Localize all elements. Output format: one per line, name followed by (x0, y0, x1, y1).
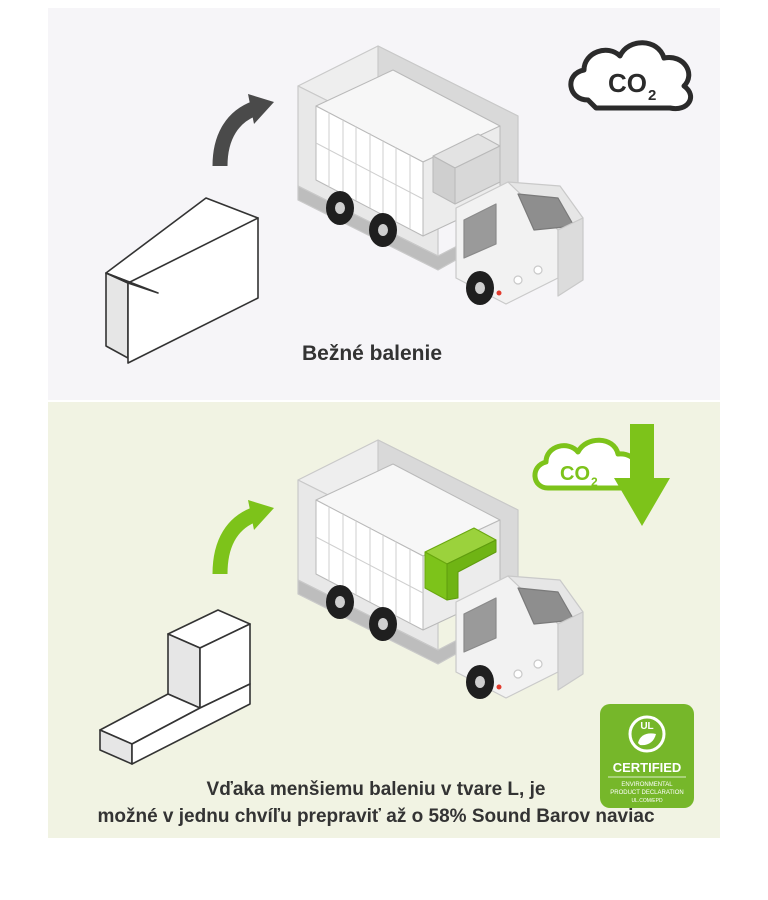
co2-subscript: 2 (648, 87, 656, 104)
co2-subscript-green: 2 (591, 475, 598, 489)
truck-wheels-green (326, 585, 494, 699)
curved-arrow-icon (212, 94, 274, 167)
down-arrow-icon (614, 424, 670, 526)
cargo-boxes (315, 69, 501, 237)
l-shape-scene: CO 2 UL CERTIFIED ENVIRONMENTAL PRODUCT … (99, 424, 694, 808)
ul-certified-badge: UL CERTIFIED ENVIRONMENTAL PRODUCT DECLA… (600, 704, 694, 808)
green-curved-arrow-icon (212, 500, 274, 575)
badge-url: UL.COM/EPD (631, 798, 663, 804)
l-shape-packaging-panel: CO 2 UL CERTIFIED ENVIRONMENTAL PRODUCT … (48, 402, 720, 838)
ul-mark: UL (640, 721, 653, 732)
caption-line-2: možné v jednu chvíľu prepraviť až o 58% … (97, 806, 655, 827)
delivery-truck (297, 45, 584, 305)
co2-label: CO (608, 68, 647, 98)
delivery-truck-green (297, 439, 584, 699)
cargo-boxes-green (315, 463, 501, 631)
badge-subtitle-1: ENVIRONMENTAL (621, 782, 673, 788)
leaf-icon (638, 733, 656, 746)
badge-title: CERTIFIED (613, 760, 682, 775)
badge-subtitle-2: PRODUCT DECLARATION (610, 790, 683, 796)
truck-wheels (326, 191, 494, 305)
conventional-scene: CO 2 (105, 40, 693, 364)
co2-reduction-icon: CO 2 (532, 424, 670, 526)
l-shape-packaging-caption: Vďaka menšiemu baleniu v tvare L, je mož… (48, 776, 712, 830)
caption-line-1: Vďaka menšiemu baleniu v tvare L, je (206, 779, 546, 800)
conventional-box (105, 197, 259, 364)
conventional-packaging-panel: CO 2 Bežné balenie (48, 8, 720, 400)
co2-label-green: CO (560, 463, 590, 485)
co2-cloud-icon: CO 2 (568, 40, 693, 112)
conventional-packaging-caption: Bežné balenie (301, 342, 443, 365)
l-shaped-box (99, 609, 251, 765)
